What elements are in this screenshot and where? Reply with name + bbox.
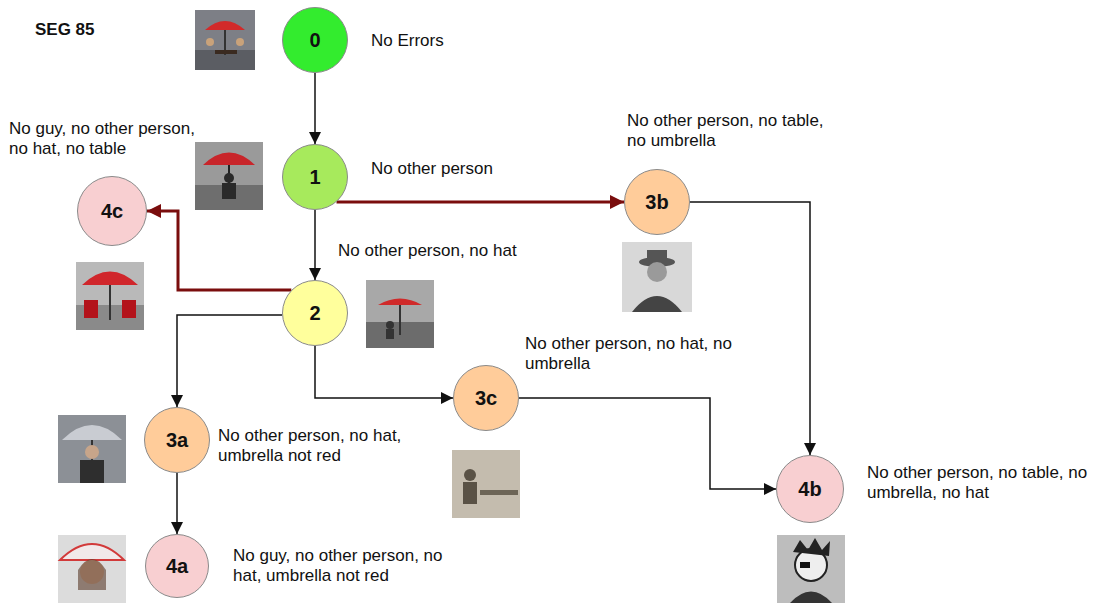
transition-arrow [314,73,316,144]
transition-arrow [337,201,625,204]
diagram-title: SEG 85 [35,20,95,40]
transition-arrow [314,210,316,280]
state-number: 4a [146,535,208,597]
state-description: No Errors [371,31,444,51]
state-number: 0 [283,8,347,72]
state-circle: 3cNo other person, no hat, no umbrella [453,365,519,431]
transition-arrow [176,473,178,534]
state-circle: 1No other person [282,144,348,210]
thumbnail [58,415,126,483]
state-number: 4c [78,177,146,245]
state-circle: 4aNo guy, no other person, no hat, umbre… [145,534,209,598]
state-description: No guy, no other person, no hat, no tabl… [9,119,214,159]
state-description: No other person [371,159,493,179]
state-circle: 2No other person, no hat [282,280,348,346]
state-number: 2 [283,281,347,345]
transition-arrow [315,346,453,398]
thumbnail [366,280,434,348]
state-circle: 4bNo other person, no table, no umbrella… [776,455,844,523]
state-number: 1 [283,145,347,209]
state-circle: 3bNo other person, no table, no umbrella [624,169,690,235]
transition-arrow [147,211,291,290]
transition-arrow [690,202,810,455]
thumbnail [58,535,126,603]
state-number: 4b [777,456,843,522]
state-number: 3c [454,366,518,430]
state-number: 3b [625,170,689,234]
thumbnail [622,242,692,312]
thumbnail [777,535,845,603]
thumbnail [195,10,255,70]
state-circle: 3aNo other person, no hat, umbrella not … [144,407,210,473]
state-description: No guy, no other person, no hat, umbrell… [233,546,458,586]
thumbnail [195,142,263,210]
state-description: No other person, no table, no umbrella [627,111,847,151]
state-description: No other person, no table, no umbrella, … [867,463,1092,503]
state-description: No other person, no hat [338,241,517,261]
state-circle: 4cNo guy, no other person, no hat, no ta… [77,176,147,246]
thumbnail [76,262,144,330]
transition-arrow [519,398,776,489]
state-circle: 0No Errors [282,7,348,73]
transition-arrow [177,315,282,407]
state-description: No other person, no hat, umbrella not re… [218,426,443,466]
state-number: 3a [145,408,209,472]
state-description: No other person, no hat, no umbrella [525,334,740,374]
thumbnail [452,450,520,518]
